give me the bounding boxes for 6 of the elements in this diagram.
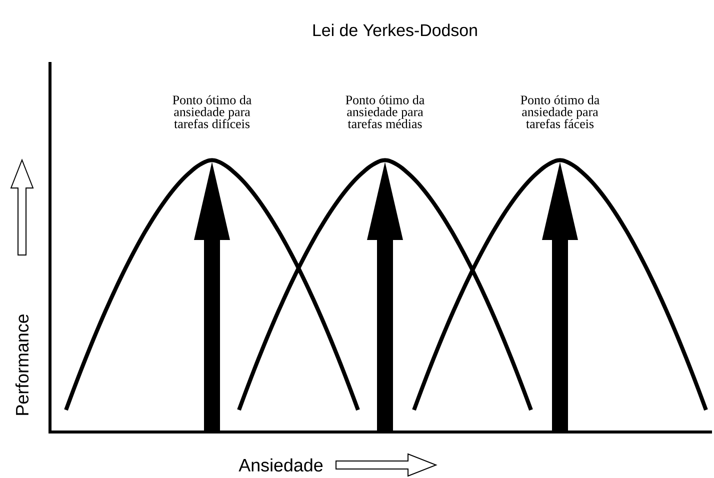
annotation-text: Ponto ótimo da ansiedade para tarefas fáceis <box>520 95 600 128</box>
annotation-text: Ponto ótimo da ansiedade para tarefas médias <box>346 95 424 128</box>
annotation-text: Ponto ótimo da ansiedade para tarefas difíceis <box>172 95 252 128</box>
axis-label: Performance <box>15 314 29 415</box>
axis-label: Ansiedade <box>238 458 323 472</box>
chart-title: Lei de Yerkes-Dodson <box>313 24 477 36</box>
